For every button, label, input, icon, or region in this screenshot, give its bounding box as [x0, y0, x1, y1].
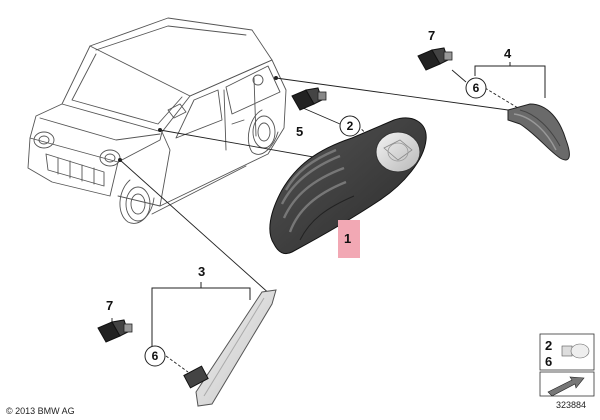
callout-6-bottom: 6 [144, 345, 166, 367]
bulb-legend-box: 2 6 [539, 333, 595, 371]
callout-4-label: 4 [504, 46, 512, 61]
diagram-number: 323884 [556, 400, 586, 410]
legend-number-2: 2 [545, 338, 552, 353]
bulb-socket-part-7-top [417, 47, 453, 71]
callout-3-label: 3 [198, 264, 205, 279]
callout-1: 1 [338, 220, 360, 258]
bracket-part-3 [151, 282, 251, 356]
car-illustration [27, 17, 287, 224]
bulb-socket-part-5 [291, 87, 327, 111]
bulb-icon [561, 343, 590, 359]
direction-arrow-box [539, 371, 595, 397]
bulb-socket-part-7-bottom [97, 319, 133, 343]
arrow-icon [547, 376, 585, 397]
callout-6-top: 6 [465, 77, 487, 99]
callout-1-label: 1 [344, 231, 351, 246]
callout-7-bottom-label: 7 [106, 298, 113, 313]
callout-2-label: 2 [347, 119, 354, 133]
callout-5-label: 5 [296, 124, 303, 139]
callout-6-top-label: 6 [473, 81, 480, 95]
legend-number-6: 6 [545, 354, 552, 369]
callout-2: 2 [339, 115, 361, 137]
side-scuttle-housing [269, 117, 427, 255]
copyright-text: © 2013 BMW AG [6, 406, 75, 416]
side-repeater-part-3 [183, 289, 277, 407]
callout-7-top-label: 7 [428, 28, 435, 43]
bracket-part-4 [474, 62, 546, 98]
rear-side-repeater-part-4 [507, 103, 570, 161]
callout-6-bottom-label: 6 [152, 349, 159, 363]
leader-lines [111, 69, 519, 373]
